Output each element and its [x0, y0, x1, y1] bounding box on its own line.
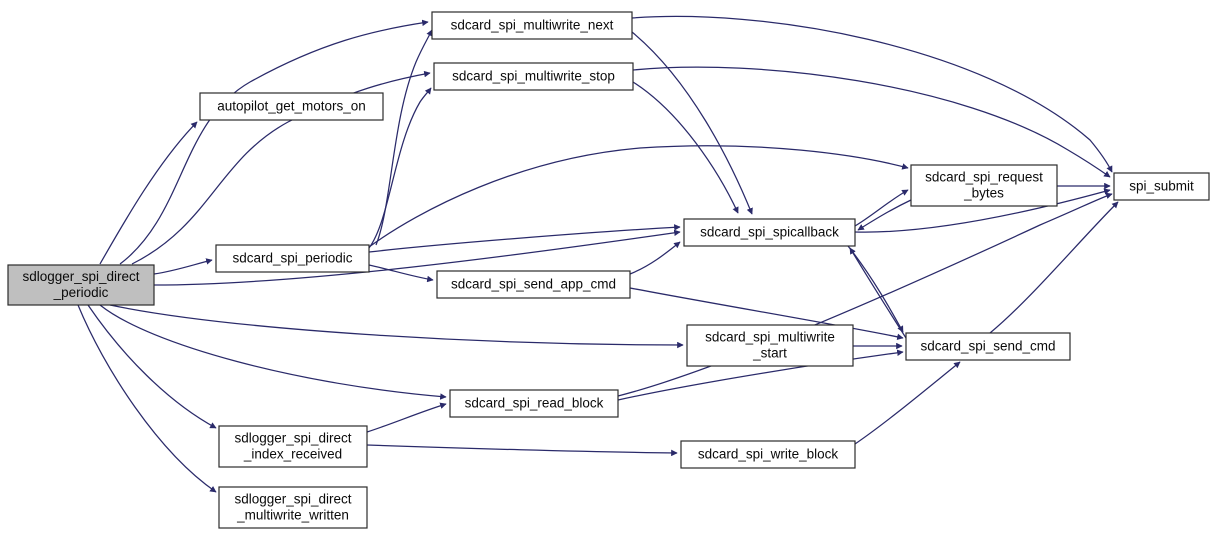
node-sdlogger_spi_direct_index_received[interactable]: sdlogger_spi_direct_index_received — [218, 425, 368, 468]
node-box-sdcard_spi_request_bytes[interactable] — [910, 164, 1058, 207]
node-box-sdcard_spi_multiwrite_stop[interactable] — [433, 62, 634, 91]
node-box-sdlogger_spi_direct_periodic[interactable] — [7, 264, 155, 306]
call-edge-sdcard_spi_periodic-to-sdcard_spi_spicallback — [368, 224, 681, 253]
node-box-sdcard_spi_write_block[interactable] — [680, 440, 856, 469]
call-edge-sdcard_spi_write_block-to-sdcard_spi_send_cmd — [854, 361, 961, 445]
node-sdcard_spi_write_block[interactable]: sdcard_spi_write_block — [680, 440, 856, 469]
edge-layer — [77, 15, 1119, 493]
call-edge-sdcard_spi_spicallback-to-sdcard_spi_request_bytes — [854, 189, 909, 227]
call-edge-sdlogger_spi_direct_periodic-to-autopilot_get_motors_on — [99, 121, 198, 265]
call-edge-sdcard_spi_multiwrite_stop-to-spi_submit — [632, 66, 1111, 178]
node-layer: sdlogger_spi_direct_periodic autopilot_ge… — [7, 11, 1210, 529]
call-edge-sdcard_spi_periodic-to-sdcard_spi_send_app_cmd — [368, 264, 434, 283]
call-edge-sdcard_spi_spicallback-to-spi_submit — [854, 188, 1111, 233]
call-edge-sdcard_spi_send_app_cmd-to-sdcard_spi_send_cmd — [629, 287, 904, 341]
node-box-spi_submit[interactable] — [1113, 172, 1210, 201]
call-edge-sdcard_spi_send_app_cmd-to-sdcard_spi_spicallback — [629, 241, 681, 275]
call-edge-sdlogger_spi_direct_index_received-to-sdcard_spi_write_block — [366, 444, 678, 457]
call-edge-sdlogger_spi_direct_periodic-to-sdcard_spi_multiwrite_start — [109, 304, 684, 349]
node-spi_submit[interactable]: spi_submit — [1113, 172, 1210, 201]
call-edge-sdcard_spi_send_cmd-to-sdcard_spi_spicallback — [849, 247, 907, 339]
node-box-sdcard_spi_periodic[interactable] — [215, 244, 370, 273]
node-sdcard_spi_multiwrite_stop[interactable]: sdcard_spi_multiwrite_stop — [433, 62, 634, 91]
call-edge-sdcard_spi_spicallback-to-sdcard_spi_send_cmd — [847, 245, 904, 333]
call-edge-sdlogger_spi_direct_periodic-to-sdcard_spi_multiwrite_stop — [131, 70, 431, 265]
node-box-sdcard_spi_multiwrite_next[interactable] — [431, 11, 633, 40]
call-edge-sdcard_spi_send_cmd-to-spi_submit — [989, 201, 1119, 334]
call-edge-sdlogger_spi_direct_index_received-to-sdcard_spi_read_block — [366, 402, 447, 433]
node-sdcard_spi_send_cmd[interactable]: sdcard_spi_send_cmd — [905, 332, 1071, 361]
call-edge-sdcard_spi_multiwrite_next-to-sdcard_spi_spicallback — [631, 31, 753, 215]
node-sdcard_spi_multiwrite_start[interactable]: sdcard_spi_multiwrite_start — [686, 324, 854, 367]
call-edge-sdcard_spi_read_block-to-spi_submit — [617, 192, 1113, 397]
call-edge-sdlogger_spi_direct_periodic-to-sdlogger_spi_direct_multiwrite_written — [77, 304, 217, 493]
node-sdlogger_spi_direct_periodic[interactable]: sdlogger_spi_direct_periodic — [7, 264, 155, 306]
node-box-sdcard_spi_send_cmd[interactable] — [905, 332, 1071, 361]
call-edge-sdcard_spi_periodic-to-sdcard_spi_request_bytes — [368, 145, 909, 248]
node-sdcard_spi_periodic[interactable]: sdcard_spi_periodic — [215, 244, 370, 273]
call-edge-sdlogger_spi_direct_periodic-to-sdcard_spi_spicallback — [153, 229, 681, 286]
call-edge-sdcard_spi_multiwrite_stop-to-sdcard_spi_spicallback — [632, 81, 739, 214]
node-box-autopilot_get_motors_on[interactable] — [199, 92, 384, 121]
call-edge-sdlogger_spi_direct_periodic-to-sdcard_spi_periodic — [153, 258, 213, 275]
call-edge-sdlogger_spi_direct_periodic-to-sdcard_spi_read_block — [99, 304, 447, 400]
node-box-sdcard_spi_spicallback[interactable] — [683, 218, 856, 247]
node-sdcard_spi_request_bytes[interactable]: sdcard_spi_request_bytes — [910, 164, 1058, 207]
node-box-sdlogger_spi_direct_multiwrite_written[interactable] — [218, 486, 368, 529]
node-box-sdcard_spi_send_app_cmd[interactable] — [436, 270, 631, 299]
node-autopilot_get_motors_on[interactable]: autopilot_get_motors_on — [199, 92, 384, 121]
node-box-sdlogger_spi_direct_index_received[interactable] — [218, 425, 368, 468]
call-edge-sdcard_spi_periodic-to-sdcard_spi_multiwrite_stop — [368, 87, 432, 249]
call-edge-sdlogger_spi_direct_periodic-to-sdlogger_spi_direct_index_received — [87, 304, 217, 429]
node-sdcard_spi_multiwrite_next[interactable]: sdcard_spi_multiwrite_next — [431, 11, 633, 40]
call-edge-sdcard_spi_read_block-to-sdcard_spi_send_cmd — [617, 349, 904, 401]
call-edge-sdlogger_spi_direct_periodic-to-sdcard_spi_multiwrite_next — [119, 19, 429, 265]
node-sdcard_spi_read_block[interactable]: sdcard_spi_read_block — [449, 389, 619, 418]
node-sdcard_spi_spicallback[interactable]: sdcard_spi_spicallback — [683, 218, 856, 247]
call-edge-sdcard_spi_request_bytes-to-sdcard_spi_spicallback — [857, 199, 912, 231]
node-sdlogger_spi_direct_multiwrite_written[interactable]: sdlogger_spi_direct_multiwrite_written — [218, 486, 368, 529]
call-edge-sdcard_spi_multiwrite_next-to-spi_submit — [631, 15, 1113, 173]
node-box-sdcard_spi_read_block[interactable] — [449, 389, 619, 418]
node-box-sdcard_spi_multiwrite_start[interactable] — [686, 324, 854, 367]
node-sdcard_spi_send_app_cmd[interactable]: sdcard_spi_send_app_cmd — [436, 270, 631, 299]
